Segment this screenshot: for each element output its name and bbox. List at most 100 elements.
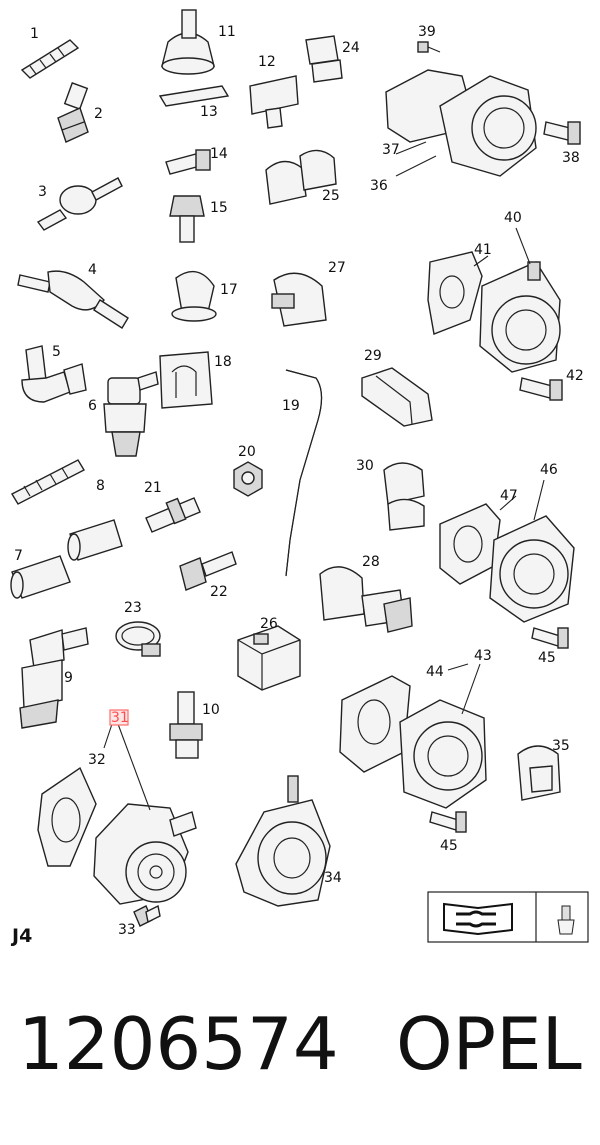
part-7-sleeves	[10, 519, 123, 599]
part-15-bolt	[169, 195, 205, 243]
callout-14: 14	[210, 146, 228, 162]
callout-30: 30	[356, 458, 374, 474]
callout-44: 44	[426, 664, 444, 680]
part-23-hose-clamp	[115, 621, 161, 657]
highlight-box-31	[109, 709, 129, 726]
callout-36: 36	[370, 178, 388, 194]
callout-28: 28	[362, 554, 380, 570]
part-1-hose-connector	[20, 39, 80, 79]
callout-31: 31	[111, 710, 129, 726]
callout-8: 8	[96, 478, 105, 494]
part-28-clamp	[319, 566, 413, 633]
callout-43: 43	[474, 648, 492, 664]
callout-22: 22	[210, 584, 228, 600]
callout-26: 26	[260, 616, 278, 632]
callout-6: 6	[88, 398, 97, 414]
callout-37: 37	[382, 142, 400, 158]
part-10-fitting	[169, 691, 203, 759]
footer: 1206574 OPEL	[0, 1002, 600, 1112]
callout-9: 9	[64, 670, 73, 686]
part-29-bracket	[361, 367, 433, 427]
part-8-hose-connector	[11, 459, 85, 505]
part-33-bolt	[133, 904, 161, 927]
part-3-valve	[36, 177, 123, 231]
callout-12: 12	[258, 54, 276, 70]
leader-lines	[103, 141, 545, 811]
callout-42: 42	[566, 368, 584, 384]
callout-24: 24	[342, 40, 360, 56]
part-5-elbow	[21, 345, 87, 403]
callout-21: 21	[144, 480, 162, 496]
callout-4: 4	[88, 262, 97, 278]
part-16-small-fitting-icon	[557, 905, 575, 935]
callout-45-lower: 45	[440, 838, 458, 854]
callout-17: 17	[220, 282, 238, 298]
part-18-retainer	[159, 351, 213, 409]
part-9-quick-connector	[19, 627, 89, 729]
callout-32: 32	[88, 752, 106, 768]
section-code: J4	[10, 925, 32, 947]
part-14-bolt	[165, 149, 211, 175]
part-20-nut	[233, 461, 263, 497]
callout-47: 47	[500, 488, 518, 504]
part-26-block	[237, 625, 301, 691]
callout-40: 40	[504, 210, 522, 226]
callout-23: 23	[124, 600, 142, 616]
part-39-bolt	[417, 41, 441, 53]
callout-29: 29	[364, 348, 382, 364]
callout-39: 39	[418, 24, 436, 40]
brand-name: OPEL	[396, 1002, 582, 1086]
part-24-clip	[305, 35, 343, 83]
callout-7: 7	[14, 548, 23, 564]
part-42-bolt	[519, 377, 563, 401]
part-35-clip	[517, 745, 561, 801]
callout-13: 13	[200, 104, 218, 120]
part-27-clamp	[271, 272, 327, 327]
callout-19: 19	[282, 398, 300, 414]
callout-5: 5	[52, 344, 61, 360]
part-21-connector	[145, 497, 201, 533]
part-45-bolt-upper	[531, 627, 569, 649]
callout-10: 10	[202, 702, 220, 718]
part-19-tube	[285, 369, 323, 577]
part-38-bolt	[543, 121, 581, 145]
callout-41: 41	[474, 242, 492, 258]
callout-2: 2	[94, 106, 103, 122]
part-number: 1206574	[18, 1002, 339, 1086]
manual-wrench-icon	[443, 902, 513, 936]
callout-38: 38	[562, 150, 580, 166]
callout-46: 46	[540, 462, 558, 478]
part-43-44-pump-assembly	[339, 675, 487, 809]
part-31-vacuum-pump	[93, 803, 197, 905]
part-2-sensor	[57, 82, 89, 143]
callout-11: 11	[218, 24, 236, 40]
part-17-clip	[171, 270, 217, 322]
callout-25: 25	[322, 188, 340, 204]
callout-1: 1	[30, 26, 39, 42]
callout-20: 20	[238, 444, 256, 460]
callout-33: 33	[118, 922, 136, 938]
legend-box	[427, 891, 589, 943]
callouts: 1 2 3 4 5 6 7 8 9 10 11 12 13 14 15 16 1…	[10, 24, 584, 947]
part-25-clip	[265, 149, 337, 205]
part-6-solenoid	[103, 371, 159, 457]
part-45-bolt-lower	[429, 811, 467, 833]
part-4-check-valve	[17, 270, 129, 329]
callout-15: 15	[210, 200, 228, 216]
part-32-gasket	[37, 766, 97, 867]
part-40-41-pump-assembly	[427, 251, 561, 373]
callout-18: 18	[214, 354, 232, 370]
callout-3: 3	[38, 184, 47, 200]
parts-diagram: 1 2 3 4 5 6 7 8 9 10 11 12 13 14 15 16 1…	[10, 9, 589, 947]
callout-34: 34	[324, 870, 342, 886]
callout-45-upper: 45	[538, 650, 556, 666]
callout-35: 35	[552, 738, 570, 754]
callout-27: 27	[328, 260, 346, 276]
part-12-bracket	[249, 75, 299, 129]
part-30-clip	[383, 462, 425, 531]
part-36-37-pump-assembly	[385, 69, 537, 177]
part-34-pump-housing	[235, 775, 331, 907]
part-46-47-pump-assembly	[439, 503, 575, 623]
part-11-clip	[161, 9, 215, 75]
part-22-bolt	[179, 551, 237, 591]
